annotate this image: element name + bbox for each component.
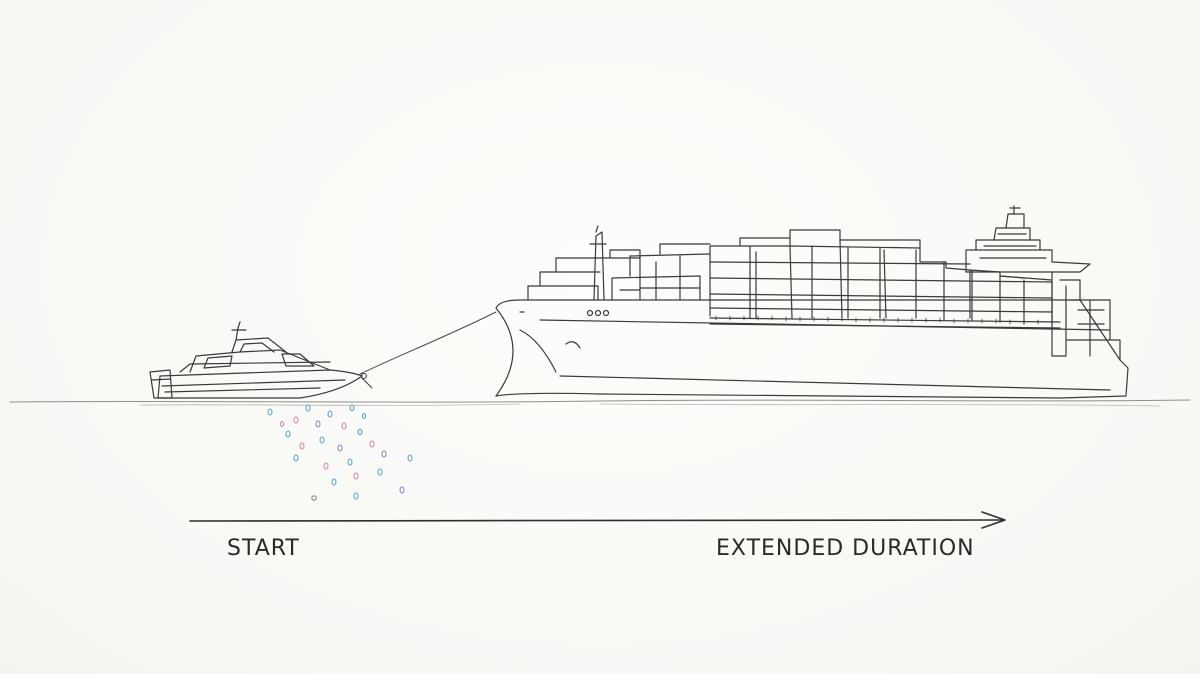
tow-rope bbox=[359, 311, 497, 389]
container-ship-icon bbox=[495, 205, 1129, 399]
water-line bbox=[9, 399, 1191, 407]
timeline-start-label: START bbox=[227, 536, 300, 561]
droplets bbox=[267, 404, 413, 501]
motorboat-icon bbox=[149, 321, 363, 399]
arrow-right-icon bbox=[189, 511, 1006, 529]
timeline-end-label: EXTENDED DURATION bbox=[716, 536, 975, 561]
